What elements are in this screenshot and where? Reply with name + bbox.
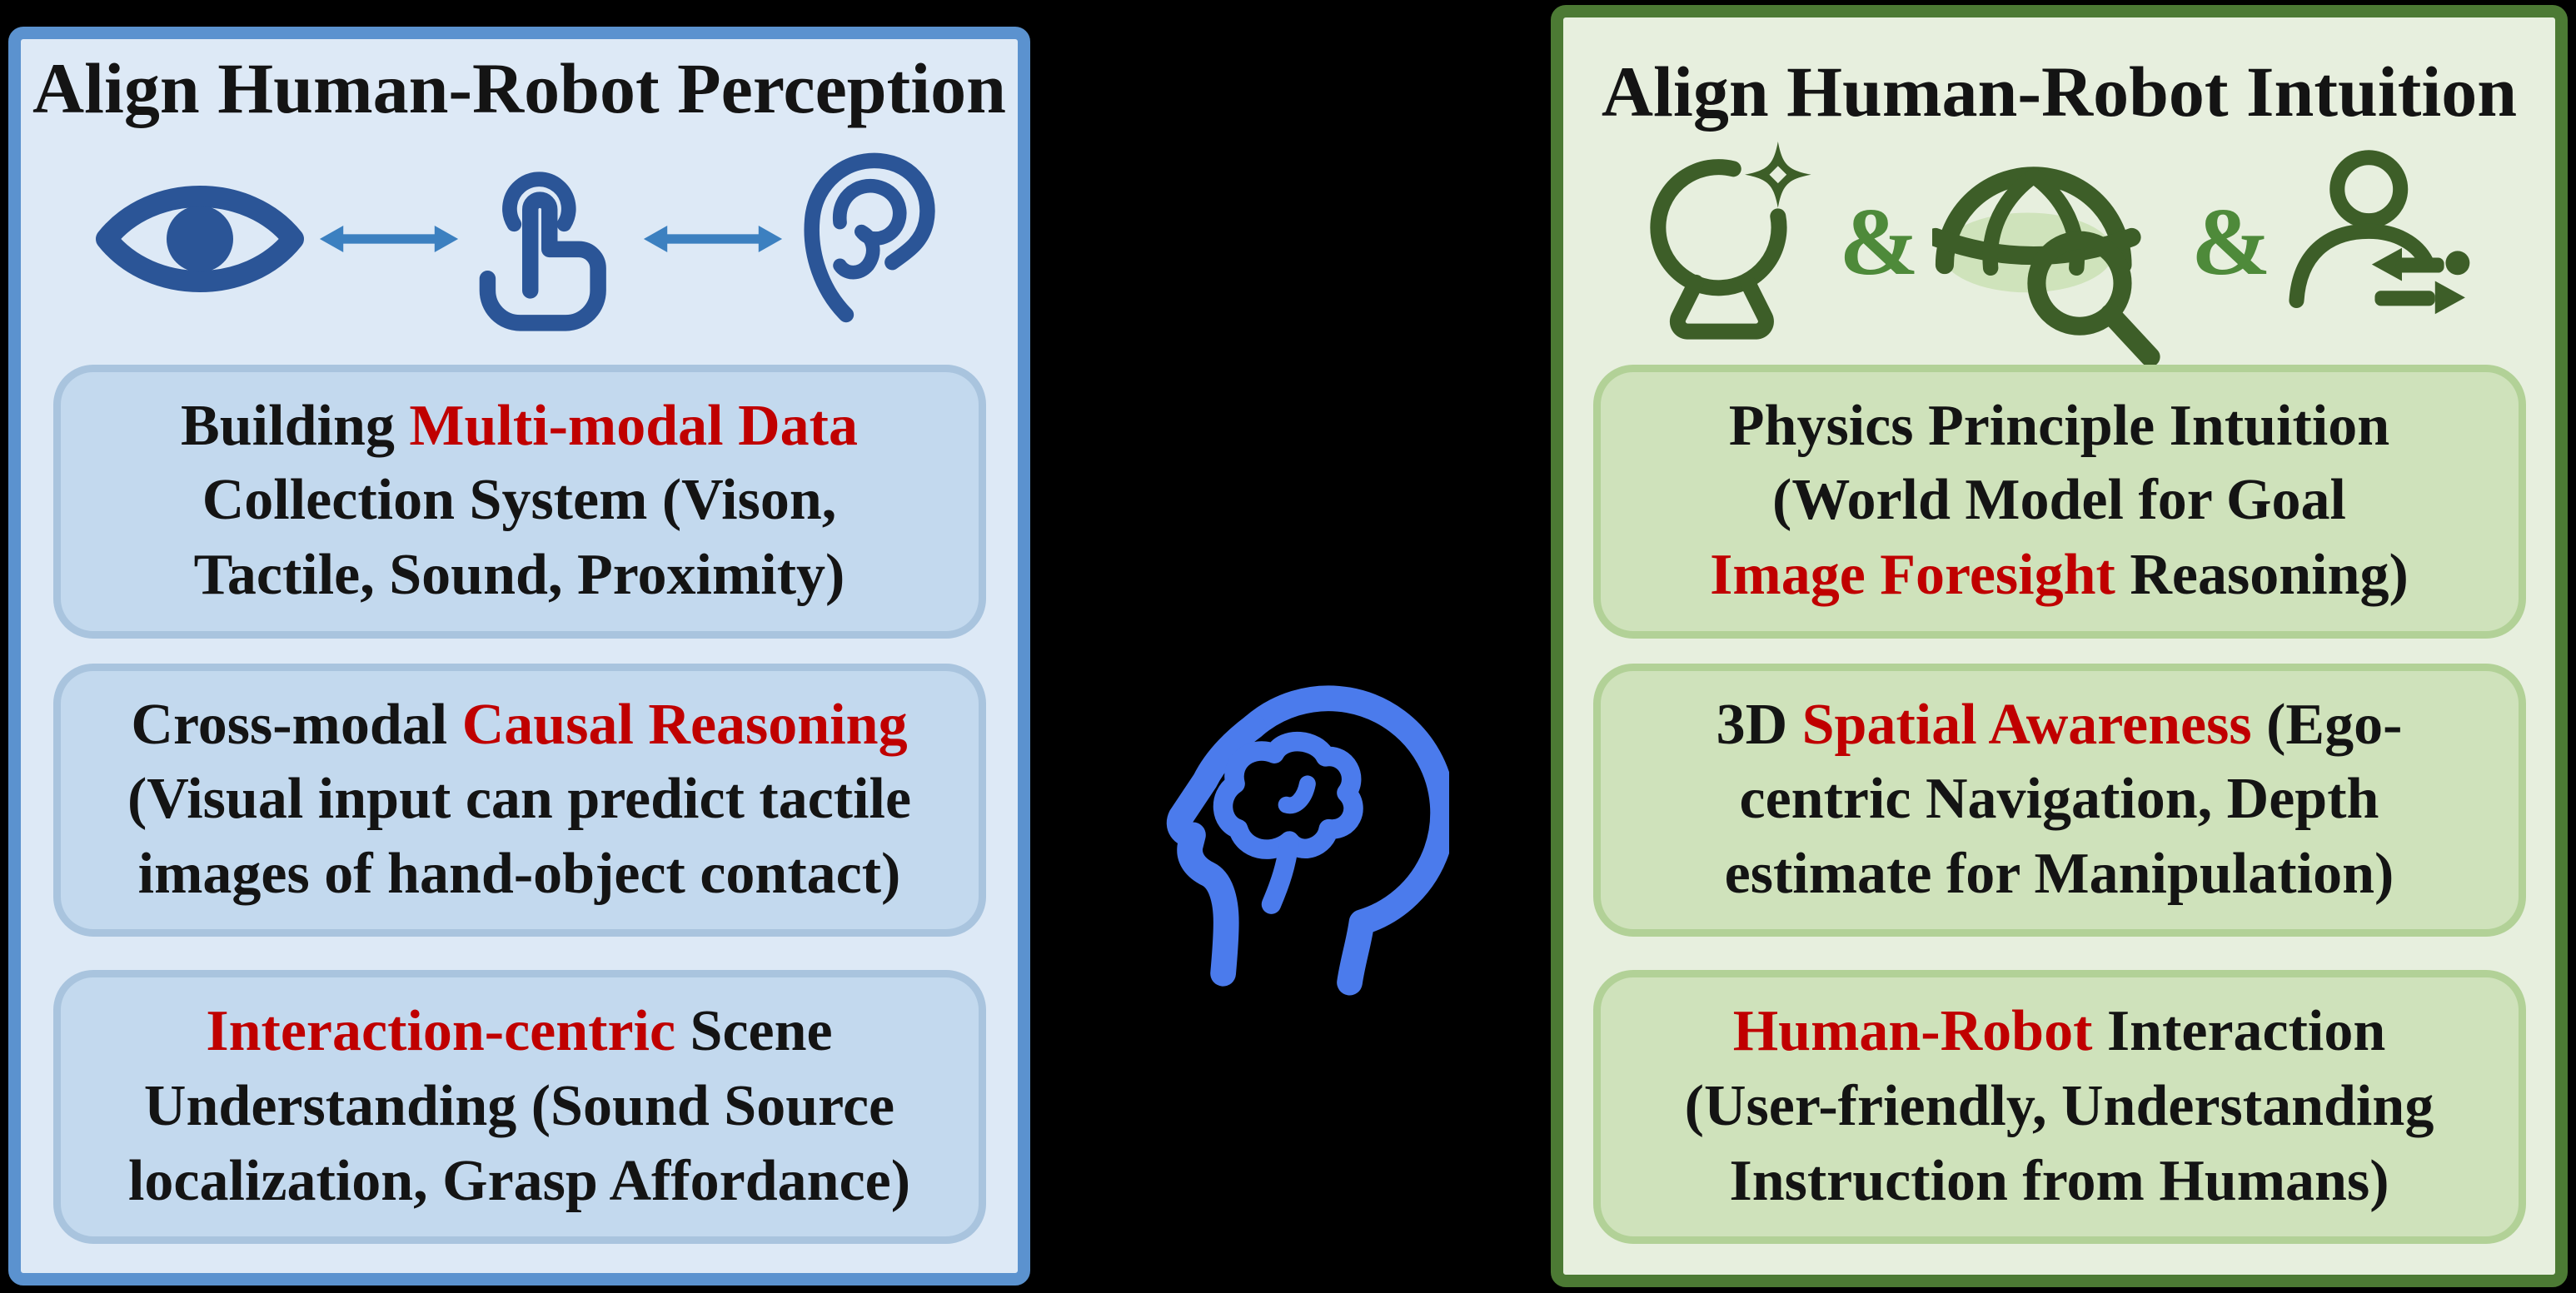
ear-icon [803, 153, 935, 323]
head-brain-icon [1133, 684, 1456, 1031]
perception-panel: Align Human-Robot Perception Building Mu… [8, 27, 1030, 1286]
ampersand: & [1839, 189, 1919, 296]
left-right-arrow-icon [643, 225, 782, 252]
globe-search-icon [1932, 167, 2160, 367]
left-right-arrow-icon [319, 225, 458, 252]
human-robot-interaction-box: Human-Robot Interaction(User-friendly, U… [1592, 970, 2526, 1245]
causal-reasoning-box: Cross-modal Causal Reasoning(Visual inpu… [52, 663, 986, 937]
physics-intuition-box: Physics Principle Intuition(World Model … [1592, 364, 2526, 639]
intuition-icon-row: & & [1638, 138, 2480, 367]
crystal-ball-icon [1650, 141, 1811, 340]
ampersand: & [2191, 189, 2271, 296]
intuition-panel-title: Align Human-Robot Intuition [1601, 52, 2518, 132]
eye-icon [95, 185, 304, 292]
touch-icon [479, 172, 606, 331]
person-exchange-icon [2289, 150, 2470, 315]
perception-icon-row [92, 135, 948, 343]
perception-panel-title: Align Human-Robot Perception [32, 48, 1006, 128]
spatial-awareness-box: 3D Spatial Awareness (Ego-centric Naviga… [1592, 663, 2526, 937]
intuition-panel: Align Human-Robot Intuition & & [1551, 5, 2568, 1287]
